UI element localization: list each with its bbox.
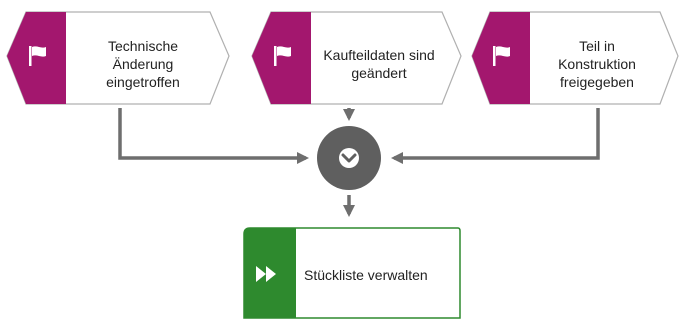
function-label: Stückliste verwalten	[304, 267, 428, 283]
event-label-teil-freigegeben: Teil in Konstruktion freigegeben	[558, 38, 636, 90]
or-connector[interactable]	[317, 126, 381, 190]
flag-icon	[29, 46, 46, 66]
function-stueckliste-verwalten[interactable]	[243, 227, 461, 319]
event-label-kaufteildaten: Kaufteildaten sind geändert	[323, 47, 435, 81]
flag-icon	[493, 46, 510, 66]
arrow-event1-to-connector	[118, 108, 309, 164]
flag-icon	[274, 46, 291, 66]
fast-forward-icon	[256, 266, 276, 282]
event-teil-freigegeben[interactable]	[471, 11, 679, 105]
event-technische-aenderung[interactable]	[6, 11, 230, 105]
arrow-event3-to-connector	[391, 108, 600, 164]
event-kaufteildaten-geaendert[interactable]	[251, 11, 462, 105]
event-label-technische-aenderung: Technische Änderung eingetroffen	[106, 38, 180, 90]
chevron-down-icon	[341, 153, 357, 163]
